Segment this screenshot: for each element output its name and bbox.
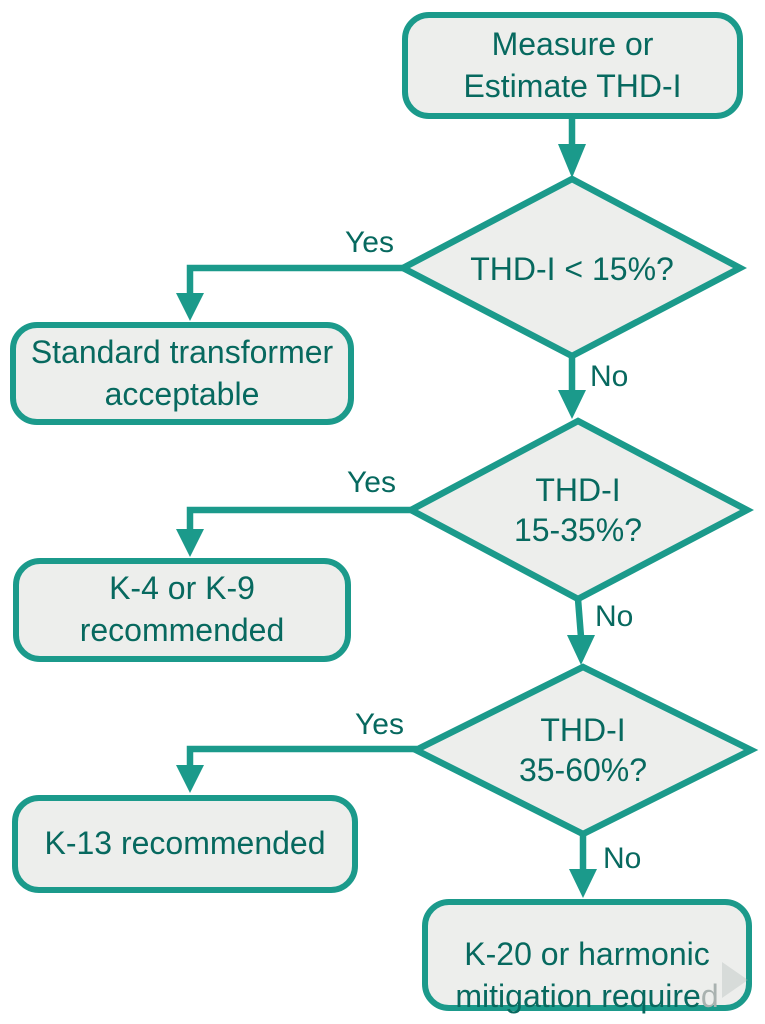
node-result-k20-label-gray-d: d	[700, 977, 719, 1014]
edge-label-no2: No	[595, 600, 634, 633]
node-result-k20-label: K-20 or harmonic mitigation required	[455, 893, 718, 1018]
decision2-diamond	[404, 417, 754, 603]
node-start-label: Measure or Estimate THD-I	[463, 25, 682, 104]
node-start: Measure or Estimate THD-I	[402, 12, 743, 119]
node-result-k13-label: K-13 recommended	[44, 825, 326, 862]
edge-label-yes3: Yes	[355, 708, 404, 741]
arrowhead-yes1	[176, 293, 204, 321]
decision3-diamond	[408, 663, 759, 838]
arrowhead-yes2	[176, 529, 204, 557]
edge-no2	[574, 598, 585, 638]
decision1-diamond	[395, 175, 747, 360]
edge-label-yes2: Yes	[347, 466, 396, 499]
edge-yes2	[186, 506, 412, 531]
edge-label-yes1: Yes	[345, 226, 394, 259]
arrowhead-start-to-decision1	[558, 144, 586, 178]
edge-label-no3: No	[603, 842, 642, 875]
arrowhead-no1	[558, 390, 586, 419]
node-result-k20: K-20 or harmonic mitigation required	[422, 899, 752, 1014]
arrowhead-yes3	[176, 765, 204, 793]
node-result-standard-transformer: Standard transformer acceptable	[10, 322, 354, 425]
node-result-k4-k9: K-4 or K-9 recommended	[13, 558, 351, 662]
arrowhead-no2	[567, 635, 595, 665]
node-result-k4-k9-label: K-4 or K-9 recommended	[79, 570, 285, 648]
node-result-k20-label-main: K-20 or harmonic mitigation require	[455, 936, 710, 1014]
arrowhead-no3	[569, 869, 597, 898]
edge-yes1	[186, 264, 404, 295]
node-result-k13: K-13 recommended	[12, 795, 358, 893]
edge-yes3	[186, 745, 417, 767]
node-result-standard-transformer-label: Standard transformer acceptable	[30, 333, 334, 412]
edge-label-no1: No	[590, 360, 629, 393]
watermark-play-icon	[722, 962, 748, 998]
